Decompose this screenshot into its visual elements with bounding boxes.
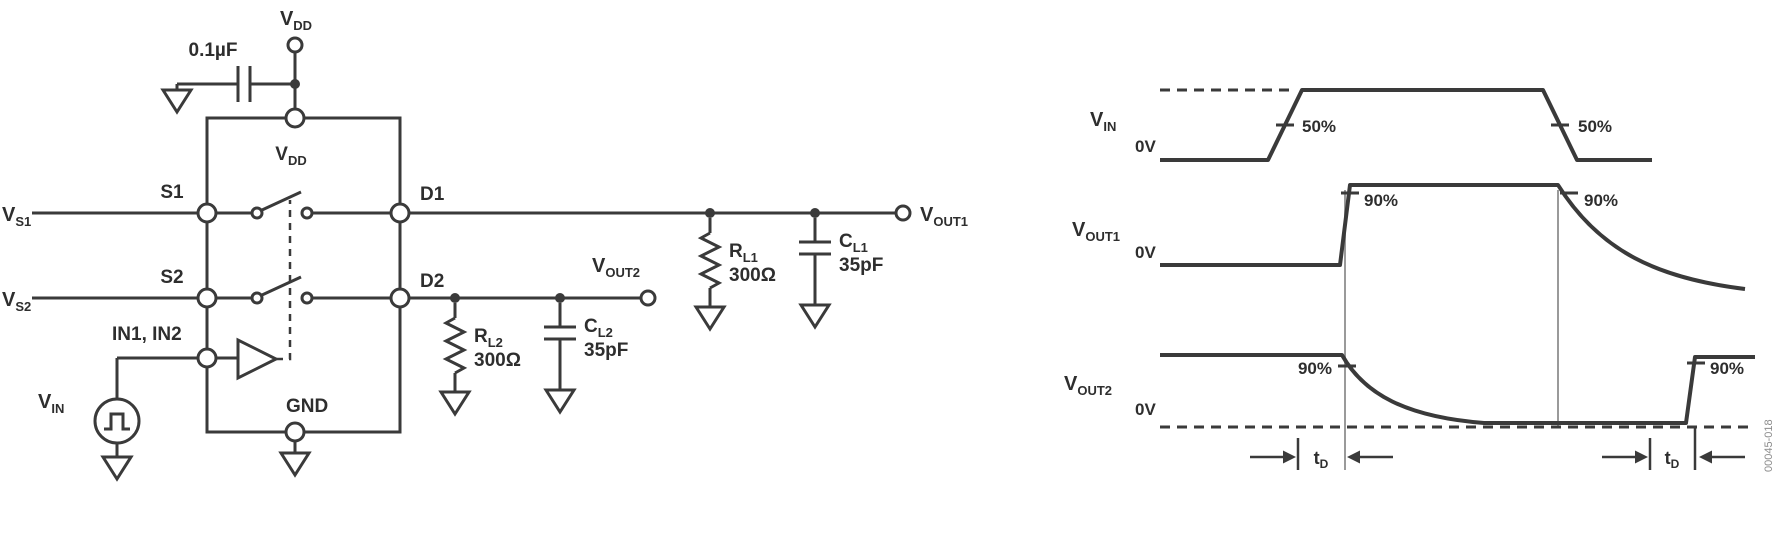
switch-contact: [250, 206, 264, 220]
d2-output-network: VOUT2 RL2 300Ω CL2 35pF: [409, 255, 657, 417]
vout1-waveform: VOUT1 0V 90% 90%: [1072, 183, 1746, 291]
rl2-value: 300Ω: [474, 350, 521, 371]
rl2-name: RL2: [474, 326, 503, 350]
vin-source-label: VIN: [38, 391, 64, 416]
load-rl1: RL1 300Ω: [693, 218, 776, 332]
cl2-name: CL2: [584, 316, 613, 340]
cl2-value: 35pF: [584, 340, 628, 361]
timing-diagram: VIN 0V 50% 50% VOUT1 0V 90% 90% VOUT2 0V…: [1064, 88, 1775, 472]
bypass-cap-label: 0.1µF: [189, 40, 238, 61]
switch-contact: [250, 291, 264, 305]
vout1-rise-pct: 90%: [1364, 191, 1398, 210]
vin-trace: [1160, 88, 1652, 162]
switch-channel-2: [216, 275, 391, 305]
bypass-capacitor: 0.1µF: [160, 40, 295, 115]
vs1-label: VS1: [2, 204, 31, 229]
td-right-label: tD: [1665, 448, 1680, 471]
pin-s2-label: S2: [160, 267, 183, 288]
ground-symbol: [100, 455, 134, 482]
cl1-name: CL1: [839, 231, 868, 255]
vin-zero-label: 0V: [1135, 137, 1156, 156]
pin-d2: [389, 287, 411, 309]
ground-symbol: [278, 451, 312, 478]
source-inputs: VS1 VS2: [2, 204, 198, 314]
ground-symbol: [438, 390, 472, 417]
switch-arm: [261, 190, 302, 212]
vdd-supply: VDD: [280, 8, 312, 110]
cl1-value: 35pF: [839, 255, 883, 276]
vout2-fall-pct: 90%: [1298, 359, 1332, 378]
switch-arm: [261, 275, 302, 297]
pulse-icon: [104, 412, 130, 431]
vin-waveform: VIN 0V 50% 50%: [1090, 88, 1652, 162]
vout1-zero-label: 0V: [1135, 243, 1156, 262]
driver-buffer: [216, 200, 292, 381]
vout1-label: VOUT1: [920, 204, 968, 229]
junction-dot: [705, 208, 715, 218]
gnd-pin-ground: [278, 441, 312, 478]
td-left-label: tD: [1314, 448, 1329, 471]
pin-in-label: IN1, IN2: [112, 324, 182, 345]
load-cl1: CL1 35pF: [798, 218, 883, 330]
arrowhead-right: [1635, 450, 1648, 464]
pin-d1-label: D1: [420, 184, 445, 205]
resistor-zigzag: [697, 231, 723, 290]
pin-gnd-label: GND: [286, 396, 328, 417]
vout2-zero-label: 0V: [1135, 400, 1156, 419]
pulse-source-circle: [93, 397, 141, 445]
load-rl2: RL2 300Ω: [438, 303, 521, 417]
figure-code: 00045-018: [1763, 419, 1775, 472]
load-cl2: CL2 35pF: [543, 303, 628, 415]
vin-rise-pct: 50%: [1302, 117, 1336, 136]
vout1-terminal: [894, 204, 912, 222]
vout2-waveform: VOUT2 0V 90% 90%: [1064, 353, 1755, 429]
pin-vdd-label: VDD: [275, 144, 306, 168]
pin-in: [196, 347, 218, 369]
switch-device-box: VDD S1 S2 D1 D2 IN1, IN2 GND: [112, 107, 445, 443]
arrowhead-left: [1347, 450, 1360, 464]
ground-symbol: [543, 388, 577, 415]
switch-contact: [300, 291, 314, 305]
pin-gnd: [284, 421, 306, 443]
vout2-label: VOUT2: [592, 255, 640, 280]
rl1-name: RL1: [729, 241, 758, 265]
vin-pulse-source: VIN: [38, 356, 198, 482]
vdd-top-label: VDD: [280, 8, 312, 33]
vout1-trace: [1160, 183, 1746, 291]
switch-contact: [300, 206, 314, 220]
vout1-waveform-label: VOUT1: [1072, 219, 1120, 244]
vout1-fall-pct: 90%: [1584, 191, 1618, 210]
vout2-terminal: [639, 289, 657, 307]
arrowhead-right: [1283, 450, 1296, 464]
vout2-trace: [1160, 353, 1755, 425]
schematic: VDD 0.1µF VDD S1 S2: [2, 8, 968, 482]
pin-s1: [196, 202, 218, 224]
td-annotation-right: tD: [1602, 428, 1745, 471]
arrowhead-left: [1699, 450, 1712, 464]
control-dashed-line: [276, 200, 292, 361]
resistor-zigzag: [442, 316, 468, 375]
vin-fall-pct: 50%: [1578, 117, 1612, 136]
d1-output-network: VOUT1 RL1 300Ω CL1 35pF: [409, 204, 968, 332]
vdd-terminal: [286, 36, 304, 54]
vs2-label: VS2: [2, 289, 31, 314]
td-annotation-left: tD: [1250, 438, 1393, 471]
rl1-value: 300Ω: [729, 265, 776, 286]
pin-s1-label: S1: [160, 182, 184, 203]
junction-dot: [555, 293, 565, 303]
vout2-waveform-label: VOUT2: [1064, 373, 1112, 398]
pin-d1: [389, 202, 411, 224]
vout2-rise-pct: 90%: [1710, 359, 1744, 378]
ground-symbol: [160, 88, 194, 115]
vin-waveform-label: VIN: [1090, 109, 1116, 134]
pin-vdd: [284, 107, 306, 129]
ground-symbol: [798, 303, 832, 330]
junction-dot: [450, 293, 460, 303]
junction-dot: [810, 208, 820, 218]
pin-s2: [196, 287, 218, 309]
ground-symbol: [693, 305, 727, 332]
buffer-triangle: [236, 337, 280, 381]
pin-d2-label: D2: [420, 271, 444, 292]
switch-channel-1: [216, 190, 391, 220]
